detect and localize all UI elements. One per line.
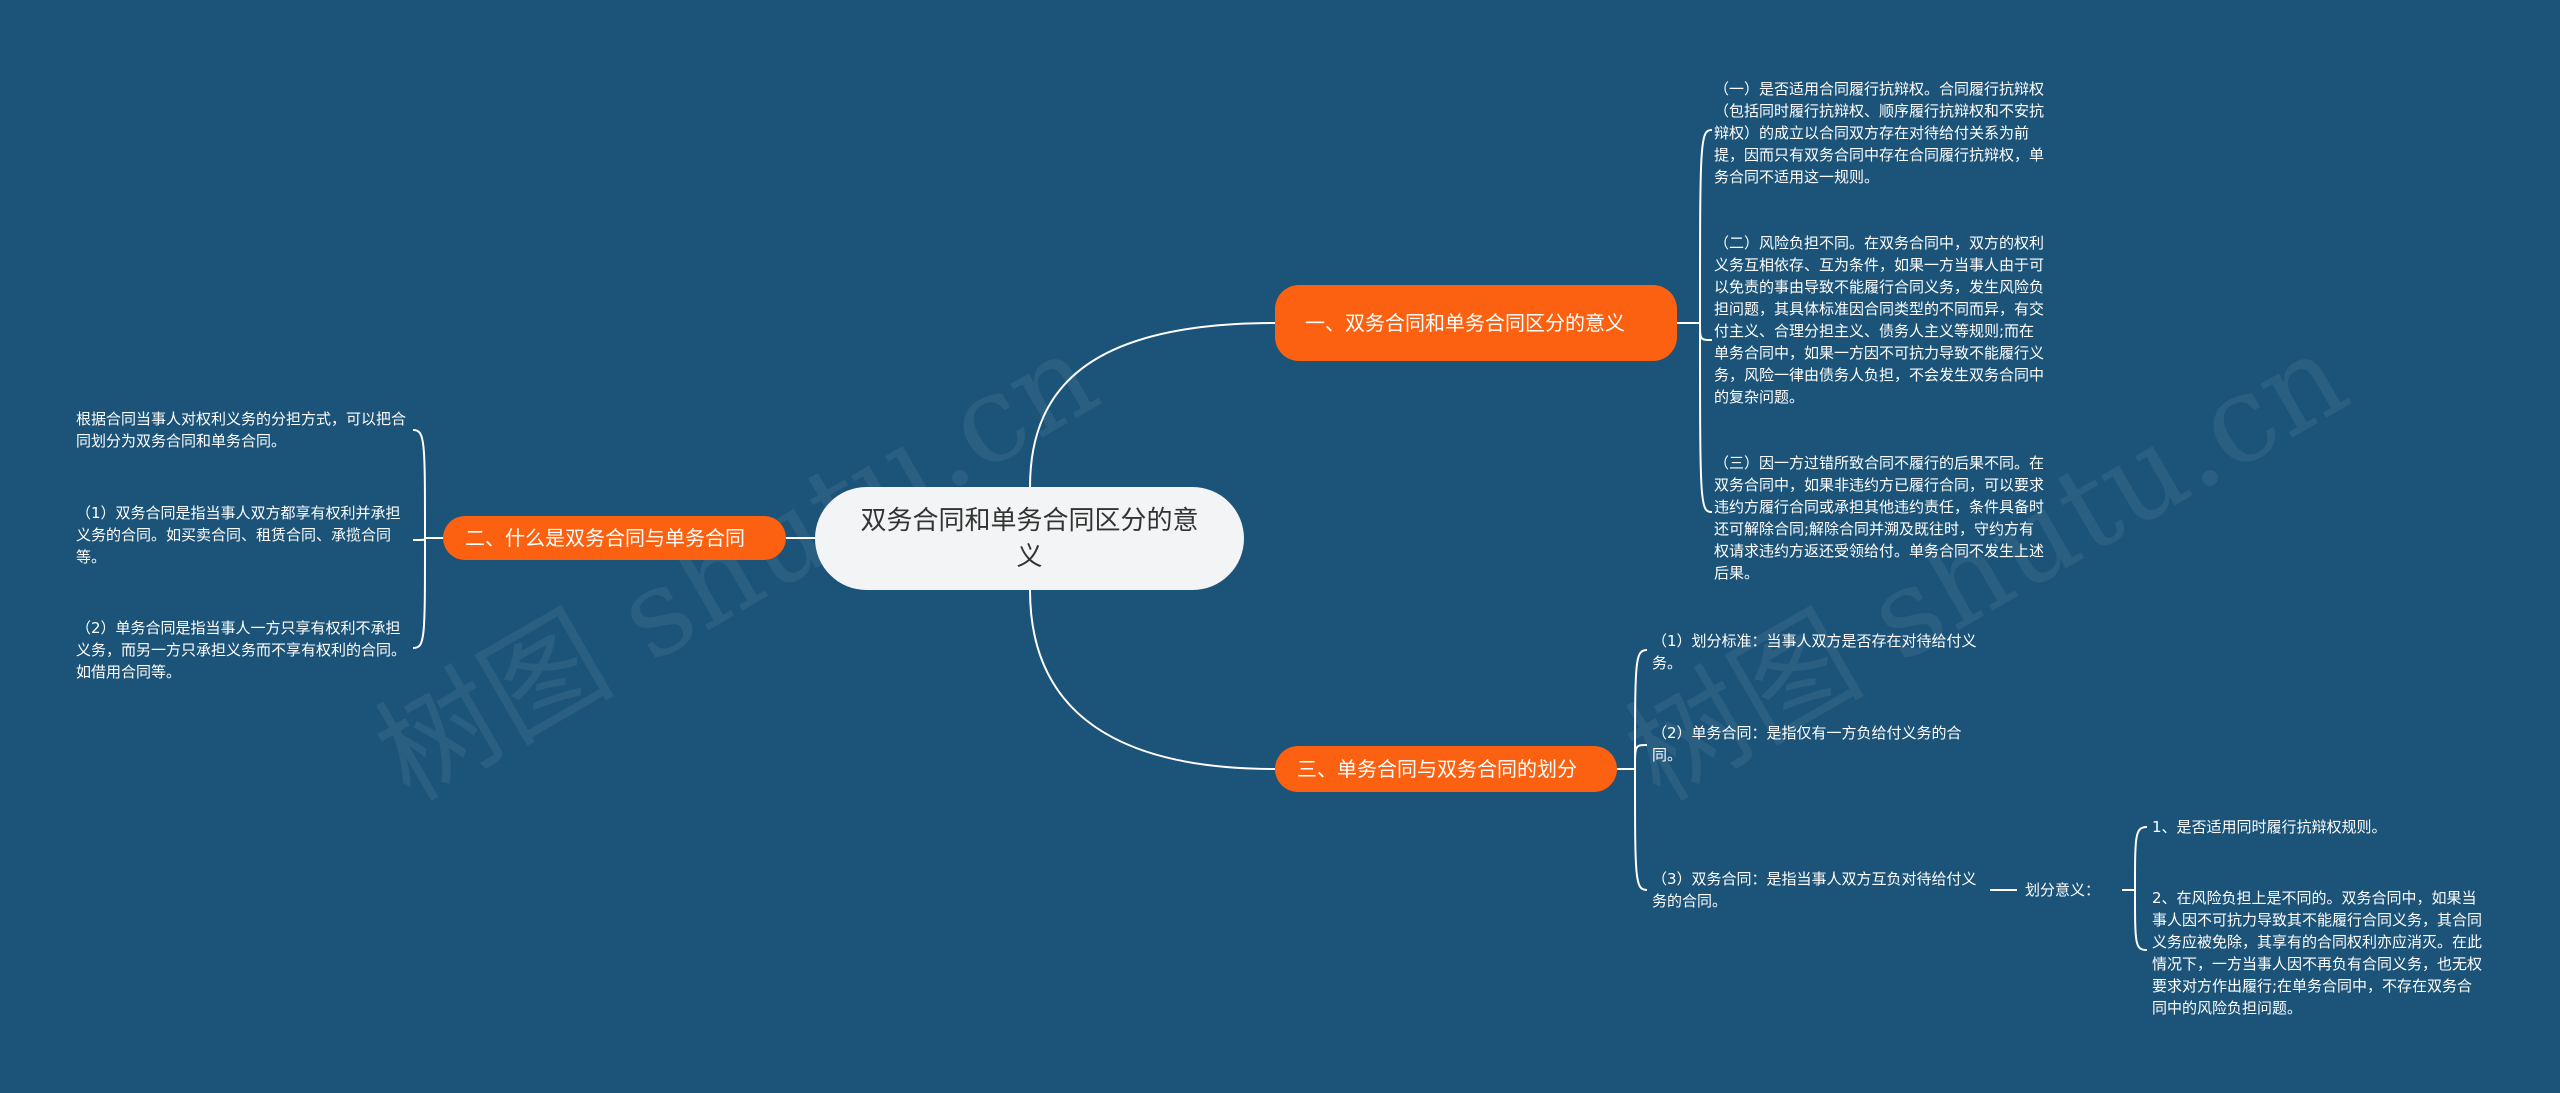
connector-b3-bracket: [1617, 649, 1648, 891]
leaf-b2-2[interactable]: （1）双务合同是指当事人双方都享有权利并承担义务的合同。如买卖合同、租赁合同、承…: [76, 504, 401, 566]
leaf-b1-1[interactable]: （一）是否适用合同履行抗辩权。合同履行抗辩权（包括同时履行抗辩权、顺序履行抗辩权…: [1714, 80, 2045, 186]
leaf-sub-2[interactable]: 2、在风险负担上是不同的。双务合同中，如果当事人因不可抗力导致其不能履行合同义务…: [2152, 889, 2483, 1017]
sub-label-node[interactable]: 划分意义：: [2025, 881, 2101, 899]
leaf-b2-1[interactable]: 根据合同当事人对权利义务的分担方式，可以把合同划分为双务合同和单务合同。: [76, 410, 407, 450]
branch-node-1[interactable]: 一、双务合同和单务合同区分的意义: [1275, 285, 1677, 361]
connector-sub-bracket: [2122, 826, 2148, 951]
branch-node-2[interactable]: 二、什么是双务合同与单务合同: [443, 516, 786, 560]
leaf-b3-3[interactable]: （3）双务合同：是指当事人双方互负对待给付义务的合同。: [1652, 870, 1977, 910]
leaf-b1-3[interactable]: （三）因一方过错所致合同不履行的后果不同。在双务合同中，如果非违约方已履行合同，…: [1714, 454, 2045, 582]
connector-b1-bracket: [1677, 129, 1713, 513]
leaf-sub-1[interactable]: 1、是否适用同时履行抗辩权规则。: [2152, 818, 2387, 836]
connector-b2-bracket: [412, 429, 443, 649]
leaf-b3-1[interactable]: （1）划分标准：当事人双方是否存在对待给付义务。: [1652, 632, 1977, 672]
branch-node-3[interactable]: 三、单务合同与双务合同的划分: [1275, 746, 1617, 792]
root-node[interactable]: 双务合同和单务合同区分的意义: [815, 487, 1244, 590]
connector-root-b3: [1029, 589, 1276, 770]
connector-root-b1: [1029, 322, 1276, 488]
leaf-b3-2[interactable]: （2）单务合同：是指仅有一方负给付义务的合同。: [1652, 724, 1962, 764]
leaf-b1-2[interactable]: （二）风险负担不同。在双务合同中，双方的权利义务互相依存、互为条件，如果一方当事…: [1714, 234, 2045, 406]
leaf-b2-3[interactable]: （2）单务合同是指当事人一方只享有权利不承担义务，而另一方只承担义务而不享有权利…: [76, 619, 407, 681]
